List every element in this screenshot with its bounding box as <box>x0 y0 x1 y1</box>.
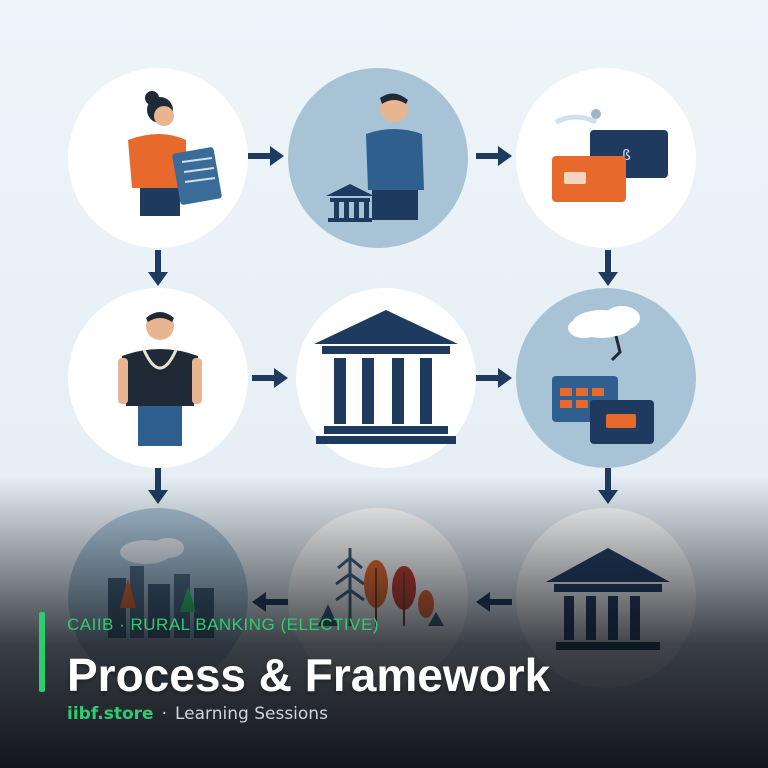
cards-icon: ß <box>552 109 668 202</box>
site-name: iibf.store <box>67 704 154 724</box>
caption-title: Process & Framework <box>67 649 551 701</box>
person-document-icon <box>128 91 222 216</box>
arrow-left-icon <box>252 592 288 612</box>
arrow-down-icon <box>598 250 618 286</box>
node-person-standing <box>68 288 248 468</box>
arrow-down-icon <box>148 250 168 286</box>
node-payment-cards: ß <box>516 68 696 248</box>
person-icon <box>118 312 202 446</box>
caption-kicker: CAIIB · RURAL BANKING (ELECTIVE) <box>67 615 379 634</box>
arrow-right-icon <box>252 368 288 388</box>
arrow-right-icon <box>476 146 512 166</box>
arrow-down-icon <box>598 468 618 504</box>
cloud-cards-icon <box>552 306 654 444</box>
node-person-document <box>68 68 248 248</box>
node-cloud-cards <box>516 288 696 468</box>
footer-separator: · <box>161 704 167 724</box>
arrow-left-icon <box>476 592 512 612</box>
person-bank-icon <box>326 93 424 222</box>
arrow-down-icon <box>148 468 168 504</box>
bank-icon <box>314 310 458 444</box>
caption-footer: iibf.store · Learning Sessions <box>67 704 328 724</box>
footer-subtitle: Learning Sessions <box>175 704 328 724</box>
arrow-right-icon <box>248 146 284 166</box>
arrow-right-icon <box>476 368 512 388</box>
node-person-bank <box>288 68 468 248</box>
node-bank-building <box>296 288 476 468</box>
accent-bar <box>39 612 45 692</box>
